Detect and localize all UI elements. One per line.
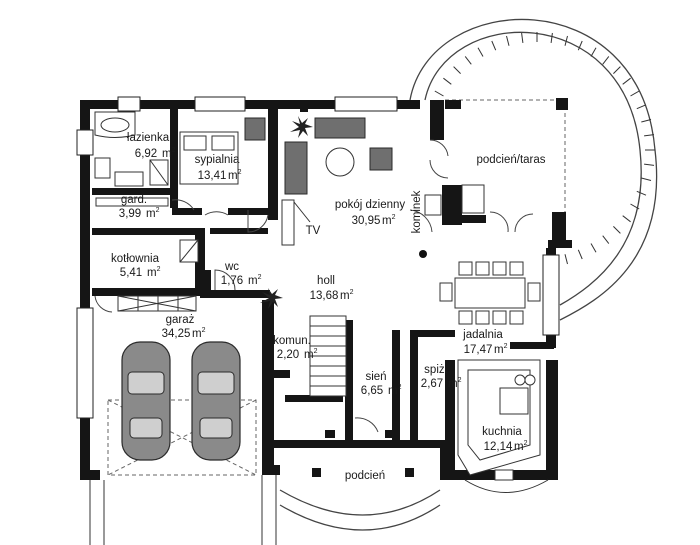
room-name-sypialnia: sypialnia <box>195 154 240 166</box>
railing-tick <box>453 66 461 74</box>
railing-tick <box>590 47 597 57</box>
label-kominek: kominek <box>411 190 423 233</box>
railing-tick <box>521 32 524 43</box>
room-area-lazienka: 6,92 <box>135 148 157 160</box>
windows <box>76 96 560 419</box>
svg-text:m2: m2 <box>494 343 508 356</box>
railing-tick <box>550 32 553 43</box>
plant-icon <box>260 116 313 309</box>
svg-text:m2: m2 <box>146 207 160 220</box>
railing-tick <box>434 90 444 97</box>
room-name-lazienka: łazienka <box>127 132 170 144</box>
room-name-garaz: garaż <box>166 314 195 326</box>
railing-tick <box>630 90 640 97</box>
room-area-holl: 13,68 <box>310 290 339 302</box>
railing-tick <box>491 40 497 51</box>
railing-tick <box>641 119 652 123</box>
svg-text:m2: m2 <box>514 440 528 453</box>
svg-text:m2: m2 <box>162 147 176 160</box>
room-area-garaz: 34,25 <box>162 328 191 340</box>
room-area-wc: 1,76 <box>221 275 243 287</box>
svg-text:m2: m2 <box>448 377 462 390</box>
railing-tick <box>477 47 484 57</box>
railing-tick <box>613 66 621 74</box>
room-area-spiz: 2,67 <box>421 378 443 390</box>
railing-tick <box>590 243 597 253</box>
railing-tick <box>464 56 472 65</box>
bedroom-bed <box>179 117 266 185</box>
room-area-kuchnia: 12,14 <box>484 441 513 453</box>
railing-tick <box>564 254 568 265</box>
railing-tick <box>506 35 510 46</box>
dining-table <box>439 261 541 325</box>
room-name-komun: komun. <box>273 335 311 347</box>
svg-text:m2: m2 <box>388 384 402 397</box>
railing-tick <box>641 177 652 181</box>
svg-text:m2: m2 <box>340 289 354 302</box>
room-labels: łazienka 6,92 sypialnia 13,41 gard. 3,99… <box>111 132 546 482</box>
label-podcien-taras: podcień/taras <box>476 154 545 166</box>
bathroom-fixtures <box>94 111 169 187</box>
wardrobe-shelves <box>95 197 199 263</box>
railing-tick <box>577 40 583 51</box>
garage-area <box>89 295 277 545</box>
entrance-porch <box>279 430 441 531</box>
label-tv: TV <box>306 225 321 237</box>
room-area-sypialnia: 13,41 <box>198 170 227 182</box>
railing-tick <box>443 77 452 85</box>
railing-tick <box>602 56 610 65</box>
room-area-komun: 2,20 <box>277 349 299 361</box>
car-left <box>121 341 171 461</box>
room-name-pokoj: pokój dzienny <box>335 199 406 211</box>
room-name-gard: gard. <box>121 194 147 206</box>
terrace-railing-ticks <box>434 32 655 265</box>
doors <box>94 139 534 433</box>
railing-tick <box>636 104 647 110</box>
room-name-sien: sień <box>365 371 386 383</box>
svg-text:m2: m2 <box>147 266 161 279</box>
room-name-kotlownia: kotłownia <box>111 253 160 265</box>
room-area-gard: 3,99 <box>119 208 141 220</box>
area-units: m2 m2 m2 m2 m2 m2 m2 m2 m2 m2 m2 m2 m2 <box>146 147 528 453</box>
room-area-kotlownia: 5,41 <box>120 267 142 279</box>
fireplace-area <box>419 184 485 258</box>
kitchen-counters <box>457 359 549 493</box>
railing-tick <box>602 235 610 244</box>
svg-text:m2: m2 <box>248 274 262 287</box>
label-podcien: podcień <box>345 470 385 482</box>
railing-tick <box>636 190 647 196</box>
room-name-spiz: spiż. <box>424 364 448 376</box>
railing-tick <box>622 77 631 85</box>
railing-tick <box>644 134 655 137</box>
railing-tick <box>622 215 631 223</box>
car-right <box>191 341 241 461</box>
svg-text:m2: m2 <box>192 327 206 340</box>
room-name-holl: holl <box>317 275 335 287</box>
room-area-pokoj: 30,95 <box>352 215 381 227</box>
railing-tick <box>577 249 583 260</box>
room-name-kuchnia: kuchnia <box>482 426 522 438</box>
terrace-outer-arc <box>409 18 658 321</box>
terrace-inner-arc <box>424 31 642 306</box>
terrace-dashed-edge <box>445 99 566 245</box>
svg-text:m2: m2 <box>228 169 242 182</box>
railing-tick <box>564 35 568 46</box>
svg-text:m2: m2 <box>382 214 396 227</box>
room-area-sien: 6,65 <box>361 385 383 397</box>
staircase <box>309 315 347 397</box>
room-name-jadalnia: jadalnia <box>462 329 503 341</box>
room-area-jadalnia: 17,47 <box>464 344 493 356</box>
railing-tick <box>630 203 640 210</box>
railing-tick <box>644 163 655 166</box>
room-name-wc: wc <box>224 261 239 273</box>
railing-tick <box>613 226 621 234</box>
svg-text:m2: m2 <box>304 348 318 361</box>
living-room-furniture <box>281 117 393 246</box>
